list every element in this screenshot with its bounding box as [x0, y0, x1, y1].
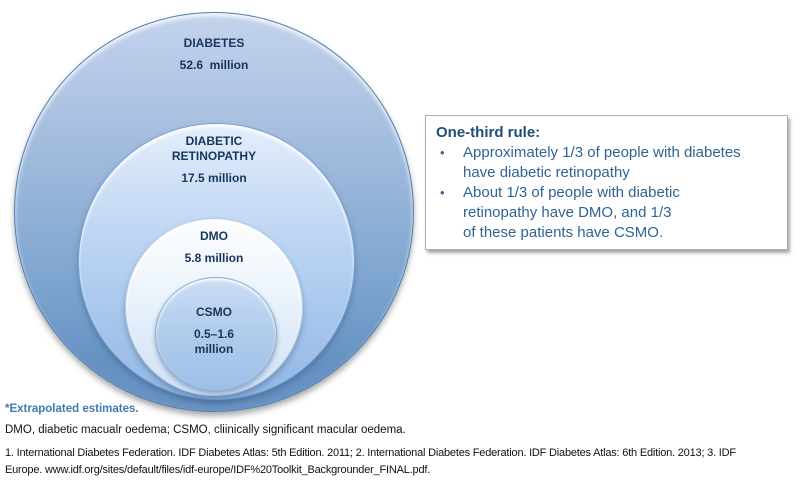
ring-name-line: DIABETES: [183, 36, 245, 50]
ring-name-line: DMO: [200, 229, 228, 243]
bullet-item: • Approximately 1/3 of people with diabe…: [436, 143, 777, 183]
reference-line: Europe. www.idf.org/sites/default/files/…: [5, 464, 431, 476]
label-diabetes: DIABETES 52.6 million: [89, 35, 339, 73]
ring-name: DIABETES: [89, 35, 339, 51]
label-csmo: CSMO 0.5–1.6 million: [89, 304, 339, 357]
bullet-text: Approximately 1/3 of people with diabete…: [463, 143, 777, 183]
bullet-line: About 1/3 of people with diabetic: [463, 184, 680, 201]
bullet-line: have diabetic retinopathy: [463, 164, 630, 181]
reference-line: 1. International Diabetes Federation. ID…: [5, 447, 736, 459]
bullet-icon: •: [440, 185, 445, 200]
bullet-line: Approximately 1/3 of people with diabete…: [463, 144, 741, 161]
footnote-references: 1. International Diabetes Federation. ID…: [5, 445, 736, 479]
ring-value-line: 17.5 million: [181, 171, 247, 185]
one-third-rule-box: One-third rule: • Approximately 1/3 of p…: [425, 115, 788, 250]
label-dmo: DMO 5.8 million: [89, 228, 339, 266]
ring-name-line: CSMO: [196, 305, 232, 319]
ring-name: DMO: [89, 228, 339, 244]
ring-name-line: DIABETIC: [185, 134, 243, 148]
ring-value: 5.8 million: [89, 251, 339, 266]
bullet-item: • About 1/3 of people with diabetic reti…: [436, 183, 777, 243]
bullet-text: About 1/3 of people with diabetic retino…: [463, 183, 777, 243]
bullet-icon: •: [440, 145, 445, 160]
ring-name: DIABETIC RETINOPATHY: [89, 134, 339, 164]
ring-value-line: 5.8 million: [184, 251, 244, 265]
footnote-extrapolated: *Extrapolated estimates.: [5, 403, 139, 415]
bullet-line: retinopathy have DMO, and 1/3: [463, 204, 672, 221]
ring-value: 52.6 million: [89, 58, 339, 73]
ring-value-line: million: [194, 342, 234, 356]
ring-value-line: 0.5–1.6: [193, 327, 235, 341]
ring-name-line: RETINOPATHY: [171, 149, 257, 163]
bullet-line: of these patients have CSMO.: [463, 224, 664, 241]
ring-value: 0.5–1.6 million: [89, 327, 339, 357]
label-diabetic-retinopathy: DIABETIC RETINOPATHY 17.5 million: [89, 134, 339, 186]
ring-name: CSMO: [89, 304, 339, 320]
footnote-abbreviations: DMO, diabetic macualr oedema; CSMO, clii…: [5, 424, 406, 436]
ring-value-line: 52.6 million: [179, 58, 249, 72]
note-title: One-third rule:: [436, 124, 541, 141]
circle-csmo: [155, 277, 277, 391]
ring-value: 17.5 million: [89, 171, 339, 186]
